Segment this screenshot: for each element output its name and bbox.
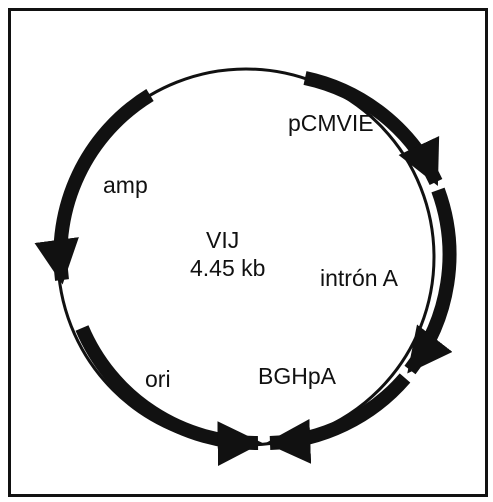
plasmid-name: VIJ	[206, 227, 239, 253]
intron-a-arrow	[404, 187, 457, 375]
amp-label: amp	[103, 172, 148, 198]
figure-frame	[8, 8, 488, 497]
amp-arrow	[34, 89, 154, 285]
bghpa-label: BGHpA	[258, 363, 337, 389]
intron-a-label: intrón A	[320, 265, 399, 291]
pcmvie-label: pCMVIE	[288, 110, 374, 136]
pcmvie-arrow	[303, 71, 443, 187]
ori-label: ori	[145, 366, 171, 392]
ori-arrow	[75, 325, 263, 466]
plasmid-size: 4.45 kb	[190, 255, 265, 281]
bghpa-arrow	[265, 373, 411, 464]
